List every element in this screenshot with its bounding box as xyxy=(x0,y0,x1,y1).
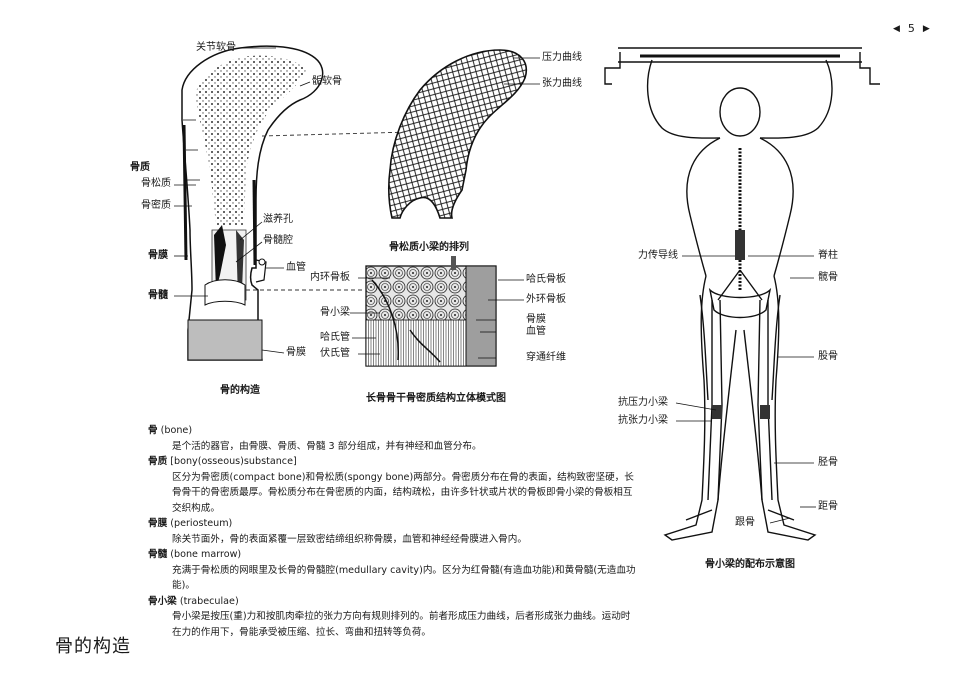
label-model-periosteum: 骨膜 xyxy=(526,314,546,325)
label-tibia: 胫骨 xyxy=(818,457,838,468)
definition-trabeculae: 骨小梁 (trabeculae) 骨小梁是按压(重)力和按肌肉牵拉的张力方向有规… xyxy=(148,594,638,641)
compact-model-drawing xyxy=(365,256,497,367)
body-figure-drawing xyxy=(604,47,880,541)
definition-bone-marrow: 骨髓 (bone marrow) 充满于骨松质的网眼里及长骨的骨髓腔(medul… xyxy=(148,547,638,594)
label-model-blood-vessel: 血管 xyxy=(526,326,546,337)
label-articular-cartilage: 关节软骨 xyxy=(196,42,236,53)
label-periosteum: 骨膜 xyxy=(148,250,168,261)
definitions: 骨 (bone) 是个活的器官，由骨膜、骨质、骨髓 3 部分组成，并有神经和血管… xyxy=(148,423,638,640)
label-femur: 股骨 xyxy=(818,351,838,362)
term-description: 是个活的器官，由骨膜、骨质、骨髓 3 部分组成，并有神经和血管分布。 xyxy=(172,440,482,452)
term: 骨膜 xyxy=(148,518,168,529)
caption-trabeculae: 骨松质小梁的排列 xyxy=(389,242,469,253)
term-description: 骨小梁是按压(重)力和按肌肉牵拉的张力方向有规则排列的。前者形成压力曲线，后者形… xyxy=(172,611,631,638)
caption-bone-structure: 骨的构造 xyxy=(220,385,260,396)
footer-title: 骨的构造 xyxy=(55,636,131,657)
label-blood-vessel: 血管 xyxy=(286,262,306,273)
term-english: (bone marrow) xyxy=(167,549,242,560)
term: 骨小梁 xyxy=(148,595,177,607)
label-haversian-lamella: 哈氏骨板 xyxy=(526,274,566,285)
label-haversian-canal: 哈氏管 xyxy=(320,332,350,343)
prev-page-arrow-icon[interactable]: ◀ xyxy=(893,23,900,34)
label-bone-substance: 骨质 xyxy=(130,162,150,173)
definition-bone: 骨 (bone) 是个活的器官，由骨膜、骨质、骨髓 3 部分组成，并有神经和血管… xyxy=(148,423,638,454)
label-tension-curve: 张力曲线 xyxy=(542,78,582,89)
label-force-line: 力传导线 xyxy=(638,250,678,261)
label-spine: 脊柱 xyxy=(818,250,838,261)
leader-lines xyxy=(174,47,816,524)
label-calcaneus: 跟骨 xyxy=(735,517,755,528)
label-bone-marrow: 骨髓 xyxy=(148,290,168,301)
label-marrow-cavity: 骨髓腔 xyxy=(263,235,293,246)
next-page-arrow-icon[interactable]: ▶ xyxy=(922,23,930,34)
term-description: 除关节面外，骨的表面紧覆一层致密结缔组织称骨膜，血管和神经经骨膜进入骨内。 xyxy=(172,533,527,545)
term-english: (bone) xyxy=(157,425,193,436)
caption-compact-model: 长骨骨干骨密质结构立体模式图 xyxy=(366,393,506,404)
label-volkmann-canal: 伏氏管 xyxy=(320,348,350,359)
term: 骨质 xyxy=(148,456,168,467)
label-compression-curve: 压力曲线 xyxy=(542,52,582,63)
label-anti-tension-trabeculae: 抗张力小梁 xyxy=(618,415,668,426)
definition-periosteum: 骨膜 (periosteum) 除关节面外，骨的表面紧覆一层致密结缔组织称骨膜，… xyxy=(148,516,638,547)
term-english: (trabeculae) xyxy=(176,595,239,607)
label-trabecula: 骨小梁 xyxy=(320,307,350,318)
term-description: 区分为骨密质(compact bone)和骨松质(spongy bone)两部分… xyxy=(172,471,634,514)
label-spongy-bone: 骨松质 xyxy=(141,178,171,189)
label-nutrient-foramen: 滋养孔 xyxy=(263,214,293,225)
label-compact-bone: 骨密质 xyxy=(141,200,171,211)
label-epiphyseal-cartilage: 骺软骨 xyxy=(312,76,342,87)
definition-bone-substance: 骨质 [bony(osseous)substance] 区分为骨密质(compa… xyxy=(148,454,638,516)
term-description: 充满于骨松质的网眼里及长骨的骨髓腔(medullary cavity)内。区分为… xyxy=(172,564,636,592)
label-hip-bone: 髋骨 xyxy=(818,272,838,283)
femur-drawing xyxy=(181,45,324,361)
term-english: [bony(osseous)substance] xyxy=(167,456,297,467)
label-outer-lamella: 外环骨板 xyxy=(526,294,566,305)
term: 骨髓 xyxy=(148,549,168,560)
label-anti-compression-trabeculae: 抗压力小梁 xyxy=(618,397,668,408)
label-inner-lamella: 内环骨板 xyxy=(310,272,350,283)
trabeculae-drawing xyxy=(387,49,527,219)
pager: ◀ 5 ▶ xyxy=(893,22,930,35)
caption-body-figure: 骨小梁的配布示意图 xyxy=(705,559,795,570)
term-english: (periosteum) xyxy=(167,518,233,529)
label-talus: 距骨 xyxy=(818,501,838,512)
label-perforating-fibers: 穿通纤维 xyxy=(526,352,566,363)
page-number: 5 xyxy=(907,22,915,35)
label-periosteum-bottom: 骨膜 xyxy=(286,347,306,358)
body-figure-details xyxy=(712,230,770,419)
term: 骨 xyxy=(148,425,158,436)
